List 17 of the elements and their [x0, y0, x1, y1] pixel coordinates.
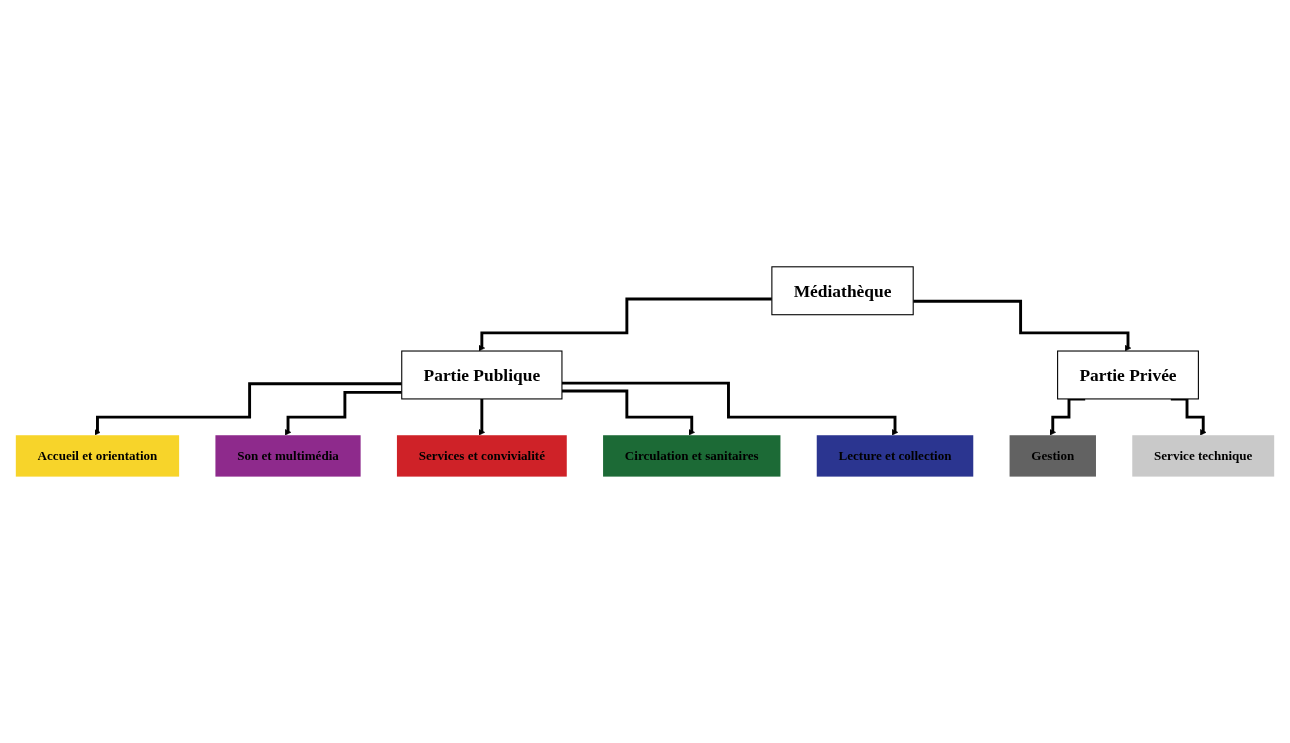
- arrow: [478, 397, 486, 436]
- node-box: Circulation et sanitaires: [603, 435, 781, 477]
- node-box: Son et multimédia: [215, 435, 361, 477]
- arrow: [478, 297, 772, 352]
- arrow: [561, 381, 899, 436]
- arrow: [913, 299, 1132, 352]
- node-box: Partie Publique: [401, 350, 563, 400]
- node-box: Gestion: [1009, 435, 1096, 477]
- node-box: Service technique: [1132, 435, 1275, 477]
- arrow: [561, 389, 695, 436]
- node-box: Médiathèque: [771, 266, 914, 316]
- node-box: Services et convivialité: [396, 435, 567, 477]
- node-box: Partie Privée: [1057, 350, 1199, 400]
- arrow: [284, 390, 402, 436]
- node-box: Lecture et collection: [816, 435, 974, 477]
- node-box: Accueil et orientation: [15, 435, 180, 477]
- arrow: [94, 382, 402, 436]
